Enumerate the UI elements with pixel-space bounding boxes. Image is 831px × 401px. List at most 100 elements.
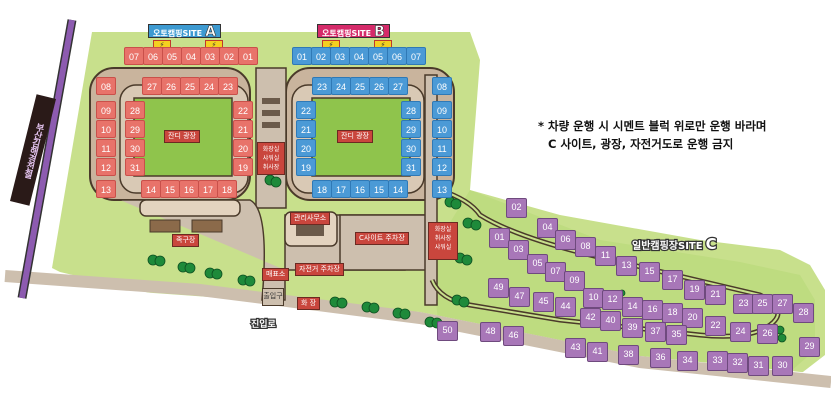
site-c-10[interactable]: 10 (583, 288, 604, 308)
site-b-17[interactable]: 17 (331, 180, 351, 198)
site-a-12[interactable]: 12 (96, 158, 116, 176)
site-b-09[interactable]: 09 (432, 101, 452, 119)
site-b-21[interactable]: 21 (296, 120, 316, 138)
site-a-04[interactable]: 04 (181, 47, 201, 65)
site-c-41[interactable]: 41 (587, 342, 608, 362)
site-c-16[interactable]: 16 (642, 300, 663, 320)
site-a-28[interactable]: 28 (125, 101, 145, 119)
site-c-44[interactable]: 44 (555, 297, 576, 317)
site-a-24[interactable]: 24 (199, 77, 219, 95)
site-c-25[interactable]: 25 (752, 294, 773, 314)
site-b-22[interactable]: 22 (296, 101, 316, 119)
site-b-14[interactable]: 14 (388, 180, 408, 198)
site-a-08[interactable]: 08 (96, 77, 116, 95)
site-c-33[interactable]: 33 (707, 351, 728, 371)
site-c-23[interactable]: 23 (733, 294, 754, 314)
site-c-01[interactable]: 01 (489, 228, 510, 248)
site-c-38[interactable]: 38 (618, 345, 639, 365)
site-a-16[interactable]: 16 (179, 180, 199, 198)
site-b-07[interactable]: 07 (406, 47, 426, 65)
site-c-31[interactable]: 31 (748, 356, 769, 376)
site-c-37[interactable]: 37 (645, 322, 666, 342)
site-c-03[interactable]: 03 (508, 240, 529, 260)
site-c-15[interactable]: 15 (639, 262, 660, 282)
site-a-21[interactable]: 21 (233, 120, 253, 138)
site-b-06[interactable]: 06 (387, 47, 407, 65)
site-c-46[interactable]: 46 (503, 326, 524, 346)
site-b-03[interactable]: 03 (330, 47, 350, 65)
site-a-26[interactable]: 26 (161, 77, 181, 95)
site-c-49[interactable]: 49 (488, 278, 509, 298)
site-a-14[interactable]: 14 (141, 180, 161, 198)
restroom-shower-kitchen-center[interactable]: 화장실 샤워실 취사장 (257, 142, 285, 175)
site-b-13[interactable]: 13 (432, 180, 452, 198)
restroom-kitchen-shower-east[interactable]: 화장실 취사장 샤워실 (428, 222, 458, 260)
site-a-05[interactable]: 05 (162, 47, 182, 65)
site-a-31[interactable]: 31 (125, 158, 145, 176)
site-b-08[interactable]: 08 (432, 77, 452, 95)
site-a-10[interactable]: 10 (96, 120, 116, 138)
site-b-25[interactable]: 25 (350, 77, 370, 95)
ticket-booth-label[interactable]: 매표소 (262, 268, 290, 281)
site-a-18[interactable]: 18 (217, 180, 237, 198)
site-a-22[interactable]: 22 (233, 101, 253, 119)
site-c-26[interactable]: 26 (757, 324, 778, 344)
site-b-23[interactable]: 23 (312, 77, 332, 95)
site-a-19[interactable]: 19 (233, 158, 253, 176)
site-c-12[interactable]: 12 (602, 290, 623, 310)
site-c-09[interactable]: 09 (564, 271, 585, 291)
restroom-label[interactable]: 화 장 (297, 297, 321, 310)
c-site-parking-label[interactable]: C사이트 주차장 (355, 232, 409, 245)
site-b-19[interactable]: 19 (296, 158, 316, 176)
site-b-12[interactable]: 12 (432, 158, 452, 176)
site-a-27[interactable]: 27 (142, 77, 162, 95)
site-c-35[interactable]: 35 (666, 325, 687, 345)
site-a-07[interactable]: 07 (124, 47, 144, 65)
site-a-11[interactable]: 11 (96, 139, 116, 157)
site-b-26[interactable]: 26 (369, 77, 389, 95)
site-b-29[interactable]: 29 (401, 120, 421, 138)
site-b-18[interactable]: 18 (312, 180, 332, 198)
site-b-20[interactable]: 20 (296, 139, 316, 157)
site-a-29[interactable]: 29 (125, 120, 145, 138)
site-a-06[interactable]: 06 (143, 47, 163, 65)
site-c-29[interactable]: 29 (799, 337, 820, 357)
site-c-28[interactable]: 28 (793, 303, 814, 323)
bicycle-parking-label[interactable]: 자전거 주차장 (295, 263, 344, 276)
site-a-25[interactable]: 25 (180, 77, 200, 95)
site-c-40[interactable]: 40 (600, 311, 621, 331)
site-c-27[interactable]: 27 (772, 294, 793, 314)
site-a-01[interactable]: 01 (238, 47, 258, 65)
site-b-30[interactable]: 30 (401, 139, 421, 157)
site-c-18[interactable]: 18 (662, 303, 683, 323)
site-c-13[interactable]: 13 (616, 256, 637, 276)
site-c-50[interactable]: 50 (437, 321, 458, 341)
site-c-47[interactable]: 47 (509, 287, 530, 307)
site-b-04[interactable]: 04 (349, 47, 369, 65)
gate-label[interactable]: 출입구 (262, 288, 284, 306)
site-a-13[interactable]: 13 (96, 180, 116, 198)
site-c-45[interactable]: 45 (533, 292, 554, 312)
site-c-08[interactable]: 08 (575, 237, 596, 257)
site-c-04[interactable]: 04 (537, 218, 558, 238)
site-c-06[interactable]: 06 (555, 230, 576, 250)
site-a-17[interactable]: 17 (198, 180, 218, 198)
site-a-09[interactable]: 09 (96, 101, 116, 119)
site-b-02[interactable]: 02 (311, 47, 331, 65)
site-c-39[interactable]: 39 (622, 318, 643, 338)
site-c-36[interactable]: 36 (650, 348, 671, 368)
site-c-14[interactable]: 14 (622, 297, 643, 317)
site-c-21[interactable]: 21 (705, 285, 726, 305)
site-b-28[interactable]: 28 (401, 101, 421, 119)
site-b-11[interactable]: 11 (432, 139, 452, 157)
football-court-label[interactable]: 족구장 (172, 234, 200, 247)
site-c-22[interactable]: 22 (705, 316, 726, 336)
site-a-03[interactable]: 03 (200, 47, 220, 65)
site-b-31[interactable]: 31 (401, 158, 421, 176)
site-b-01[interactable]: 01 (292, 47, 312, 65)
site-a-30[interactable]: 30 (125, 139, 145, 157)
site-c-24[interactable]: 24 (730, 322, 751, 342)
site-a-02[interactable]: 02 (219, 47, 239, 65)
admin-office-label[interactable]: 관리사무소 (290, 212, 331, 225)
site-c-30[interactable]: 30 (772, 356, 793, 376)
